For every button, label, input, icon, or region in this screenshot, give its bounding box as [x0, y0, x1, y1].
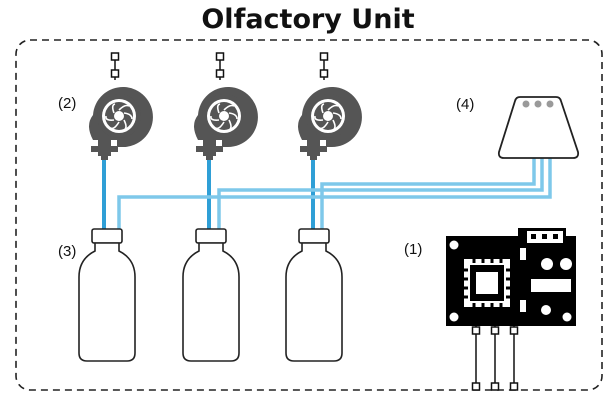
- tubing: [102, 158, 552, 232]
- label-pumps: (2): [58, 95, 77, 112]
- pump-3: [297, 52, 363, 161]
- pump-2: [193, 52, 259, 161]
- tube-bottle2-sensor: [217, 158, 544, 232]
- tube-bottle3-sensor: [320, 158, 536, 232]
- diagram-title: Olfactory Unit: [201, 4, 415, 35]
- unit-enclosure: [15, 39, 603, 391]
- label-controller: (1): [404, 241, 423, 258]
- bottle-3: [285, 228, 343, 362]
- microcontroller-board: [446, 228, 576, 391]
- pump-1: [88, 52, 154, 161]
- tube-bottle1-sensor: [117, 158, 552, 232]
- bottle-1: [78, 228, 136, 362]
- label-bottles: (3): [58, 243, 77, 260]
- gas-sensor: [497, 96, 580, 159]
- label-sensor: (4): [456, 96, 475, 113]
- bottle-2: [182, 228, 240, 362]
